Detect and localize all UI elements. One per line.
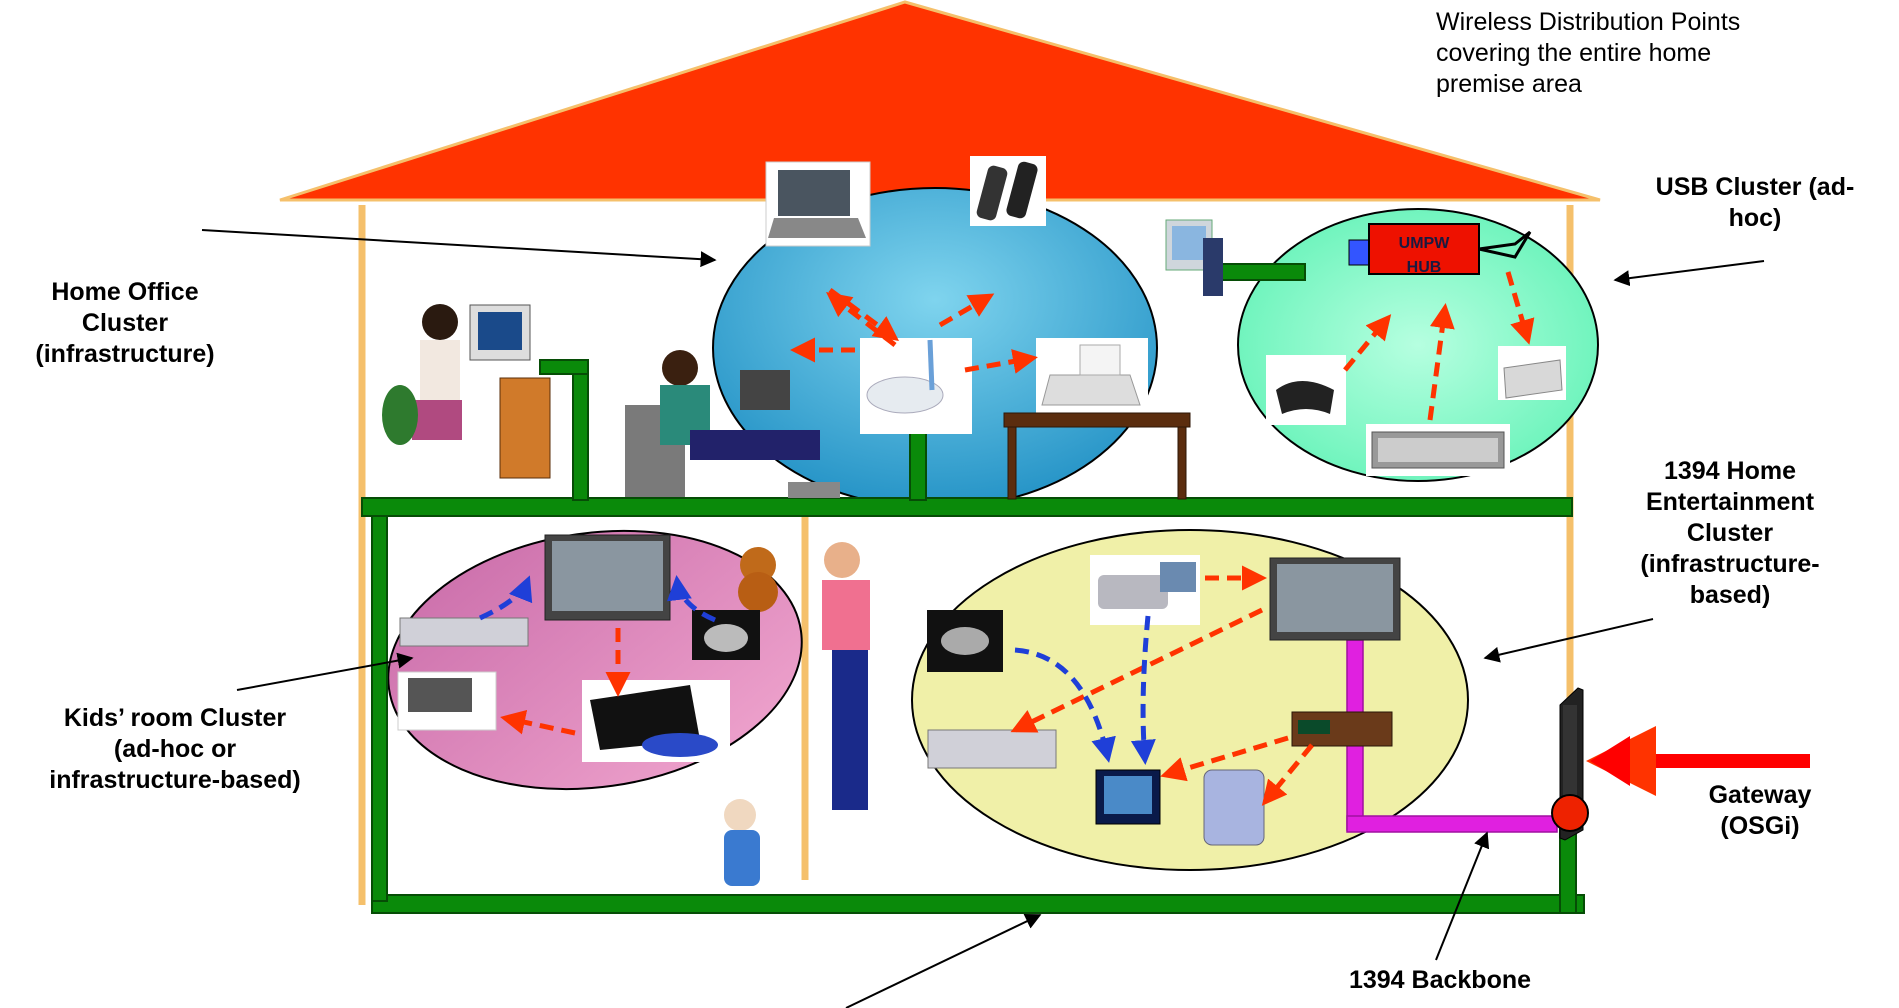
home-office-label-line3: (infrastructure) — [35, 340, 215, 368]
media-player-icon — [1203, 769, 1265, 846]
kids-room-label-line1: Kids’ room Cluster — [63, 704, 287, 732]
home-entertainment-label-line5: based) — [1689, 581, 1771, 609]
kids-room-label-line2: (ad-hoc or — [113, 735, 237, 763]
wireless-label-line2: covering the entire home — [1436, 39, 1712, 67]
gateway-arrowhead — [1590, 736, 1630, 786]
backbone-label: 1394 Backbone — [1300, 965, 1580, 996]
home-entertainment-label: 1394 Home Entertainment Cluster (infrast… — [1600, 456, 1860, 611]
game-console-icon — [582, 680, 730, 762]
roof — [279, 0, 1601, 202]
kids-room-label: Kids’ room Cluster (ad-hoc or infrastruc… — [5, 703, 345, 796]
webcam-icon — [927, 610, 1003, 672]
backbone-label-line1: 1394 Backbone — [1348, 966, 1532, 994]
camcorder-icon — [1090, 555, 1200, 625]
home-office-label-line2: Cluster — [81, 309, 169, 337]
gateway-label: Gateway (OSGi) — [1680, 780, 1840, 842]
game-controller-icon — [1266, 355, 1346, 425]
tv-monitor-icon — [544, 534, 671, 621]
home-entertainment-label-line4: (infrastructure- — [1640, 550, 1820, 578]
baby-icon — [724, 799, 760, 886]
wireless-label-line1: Wireless Distribution Points — [1436, 8, 1741, 36]
gateway-label-line2: (OSGi) — [1720, 812, 1800, 840]
person-with-laptop-icon — [625, 350, 840, 498]
webcam-icon — [692, 610, 760, 660]
usb-cluster-label: USB Cluster (ad- hoc) — [1610, 172, 1899, 234]
home-entertainment-label-line2: Entertainment — [1645, 488, 1815, 516]
leader-lines — [201, 229, 1765, 1008]
tv-monitor-icon — [1269, 557, 1401, 641]
usb-cluster-label-line1: USB Cluster (ad- — [1655, 173, 1855, 201]
home-entertainment-label-line3: Cluster — [1686, 519, 1774, 547]
scanner-icon — [1498, 346, 1566, 400]
home-office-label: Home Office Cluster (infrastructure) — [5, 277, 245, 370]
gateway-label-line1: Gateway — [1708, 781, 1812, 809]
person-at-desk-icon — [382, 304, 551, 479]
usb-hub: UMPW HUB — [1348, 223, 1532, 276]
wired-arrows — [478, 575, 1156, 765]
touchscreen-tv-icon — [1095, 769, 1161, 825]
teddy-bear-icon — [738, 547, 778, 612]
wireless-arrows — [500, 271, 1535, 806]
set-top-box-icon — [1291, 711, 1393, 747]
office-desk — [1003, 412, 1191, 500]
backbone-wiring — [361, 263, 1585, 914]
laptop-icon — [765, 161, 871, 247]
keyboard-icon — [1366, 424, 1510, 476]
home-office-label-line1: Home Office — [51, 278, 199, 306]
desktop-pc-icon — [1165, 219, 1223, 296]
cordless-phones-icon — [970, 156, 1046, 226]
hub-label-1: UMPW — [1399, 235, 1451, 252]
vcr-icon — [927, 729, 1057, 769]
woman-icon — [822, 542, 870, 810]
hub-label-2: HUB — [1407, 259, 1442, 276]
home-entertainment-label-line1: 1394 Home — [1663, 457, 1797, 485]
usb-cluster-label-line2: hoc) — [1728, 204, 1782, 232]
printer-icon — [1036, 338, 1148, 416]
wireless-label-line3: premise area — [1436, 70, 1582, 98]
gateway-dot — [1551, 794, 1589, 832]
kids-room-label-line3: infrastructure-based) — [49, 766, 301, 794]
laptop-icon — [397, 671, 497, 731]
wireless-label: Wireless Distribution Points covering th… — [1436, 7, 1796, 100]
dvd-player-icon — [399, 617, 529, 647]
access-point-icon — [860, 338, 972, 434]
